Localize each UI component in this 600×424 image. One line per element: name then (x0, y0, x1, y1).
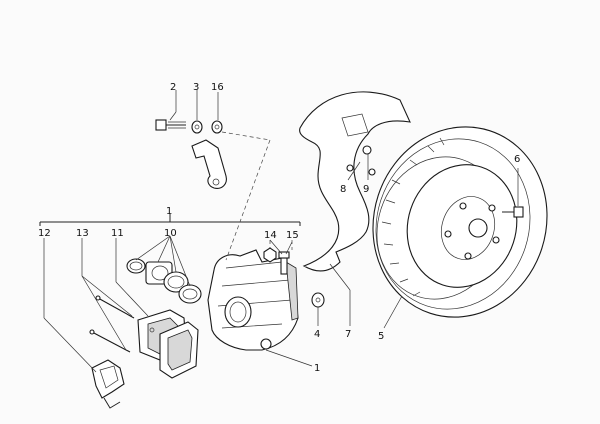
bleed-screw (263, 240, 293, 275)
label-16: 16 (211, 82, 224, 93)
dust-shield (299, 91, 411, 272)
label-2: 2 (170, 82, 176, 93)
seal-rings (126, 258, 202, 304)
brake-pads (137, 309, 199, 379)
label-4: 4 (314, 329, 320, 340)
label-5: 5 (378, 331, 384, 342)
retaining-pins (89, 295, 135, 353)
label-15: 15 (286, 230, 299, 241)
label-13: 13 (76, 228, 89, 239)
label-12: 12 (38, 228, 51, 239)
label-8: 8 (340, 184, 346, 195)
brake-disc (372, 126, 548, 318)
label-9: 9 (363, 184, 369, 195)
label-1-caliper: 1 (314, 363, 320, 374)
label-6: 6 (514, 154, 520, 165)
leader-lines (39, 90, 519, 373)
label-14: 14 (264, 230, 277, 241)
label-11: 11 (111, 228, 124, 239)
caliper (207, 249, 299, 351)
label-10: 10 (164, 228, 177, 239)
label-1-group: 1 (166, 206, 172, 217)
part-number-labels: 2 3 16 1 12 13 11 10 14 15 4 7 5 1 6 8 9 (38, 82, 520, 374)
bolt-assembly (155, 119, 227, 189)
disc-bolt (502, 206, 524, 218)
washer (311, 292, 325, 308)
spring-clip (91, 359, 125, 409)
label-7: 7 (345, 329, 351, 340)
label-3: 3 (193, 82, 199, 93)
